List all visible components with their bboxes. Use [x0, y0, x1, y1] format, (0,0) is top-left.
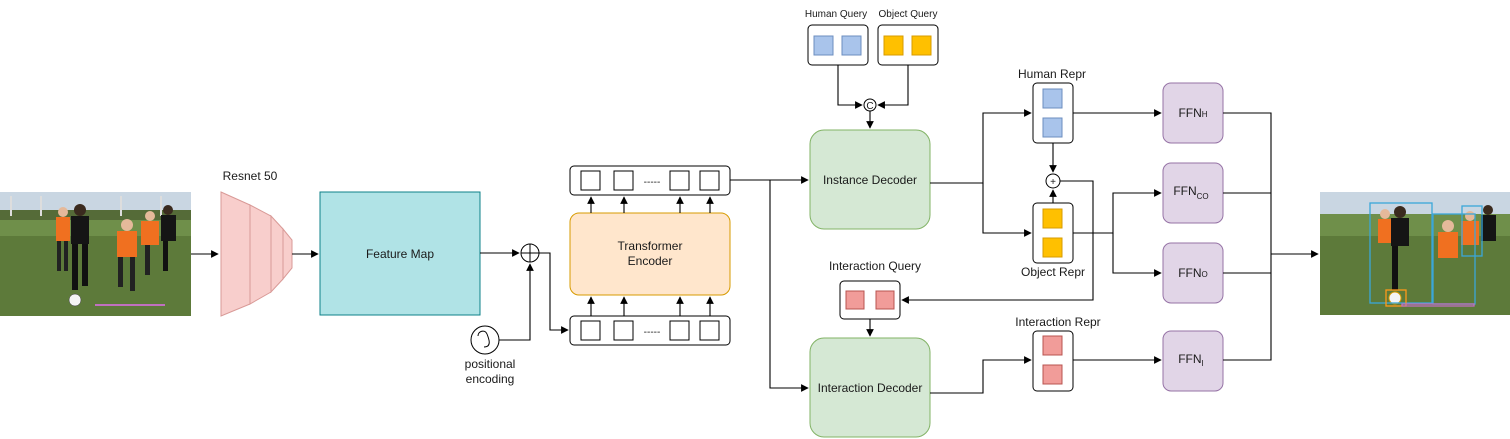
object-query-tokens [877, 24, 939, 66]
human-repr-tokens [1032, 82, 1074, 144]
ffn-h-head: FFNH [1162, 82, 1224, 144]
ffn-co-base: FFN [1173, 184, 1196, 198]
interaction-query-label: Interaction Query [829, 259, 921, 273]
human-query-tokens [807, 24, 869, 66]
ffn-o-base: FFN [1178, 266, 1201, 280]
transformer-encoder-label-1: Transformer [618, 239, 683, 253]
svg-text:FFNCO: FFNCO [1173, 184, 1208, 201]
svg-text:FFNI: FFNI [1178, 352, 1204, 368]
positional-encoding-label-1: positional [465, 357, 516, 371]
object-repr-label: Object Repr [1021, 265, 1085, 279]
resnet-label: Resnet 50 [223, 169, 278, 183]
svg-text:FFNO: FFNO [1178, 266, 1208, 280]
encoder-output-tokens: ----- [569, 165, 731, 196]
human-query-label: Human Query [805, 9, 867, 20]
ffn-h-sub: H [1202, 110, 1208, 119]
ffn-o-sub: O [1202, 270, 1208, 279]
human-repr-label: Human Repr [1018, 67, 1086, 81]
interaction-query-tokens [839, 280, 901, 320]
positional-encoding-icon [470, 325, 500, 355]
ffn-i-head: FFNI [1162, 330, 1224, 392]
svg-text:FFNH: FFNH [1178, 106, 1207, 120]
ffn-co-head: FFNCO [1162, 162, 1224, 224]
add-node-icon [520, 243, 540, 263]
plus-node-icon: + [1045, 173, 1061, 189]
instance-decoder-box [809, 129, 931, 230]
player-figures [56, 204, 176, 307]
plus-symbol: + [1050, 177, 1056, 188]
interaction-decoder-label: Interaction Decoder [818, 381, 923, 395]
ffn-o-head: FFNO [1162, 242, 1224, 304]
edges [191, 65, 1319, 394]
transformer-encoder-label-2: Encoder [628, 254, 673, 268]
input-image [0, 192, 191, 316]
concat-symbol: C [866, 101, 873, 112]
encoder-input-ellipsis: ----- [644, 327, 661, 338]
ffn-i-sub: I [1202, 359, 1204, 368]
object-query-label: Object Query [879, 9, 938, 20]
transformer-encoder-box [569, 212, 731, 296]
detection-boxes [1369, 202, 1483, 307]
instance-decoder-label: Instance Decoder [823, 173, 917, 187]
interaction-repr-tokens [1032, 330, 1074, 392]
interaction-repr-label: Interaction Repr [1015, 315, 1100, 329]
resnet-backbone [220, 191, 293, 317]
object-repr-tokens [1032, 202, 1074, 264]
encoder-input-tokens: ----- [569, 315, 731, 346]
encoder-output-ellipsis: ----- [644, 177, 661, 188]
ffn-h-base: FFN [1178, 106, 1201, 120]
feature-map-label: Feature Map [366, 247, 434, 261]
ffn-i-base: FFN [1178, 352, 1201, 366]
resnet-stage-3 [270, 214, 284, 294]
output-image [1320, 192, 1510, 315]
resnet-stage-4 [282, 227, 293, 281]
grass-field [0, 236, 191, 316]
interaction-decoder-box [809, 337, 931, 438]
feature-map-box [319, 191, 481, 316]
resnet-stage-2 [249, 204, 272, 305]
positional-encoding-label-2: encoding [466, 372, 515, 386]
concat-node-icon: C [863, 98, 877, 112]
resnet-stage-1 [220, 191, 251, 317]
ffn-co-sub: CO [1197, 192, 1209, 201]
